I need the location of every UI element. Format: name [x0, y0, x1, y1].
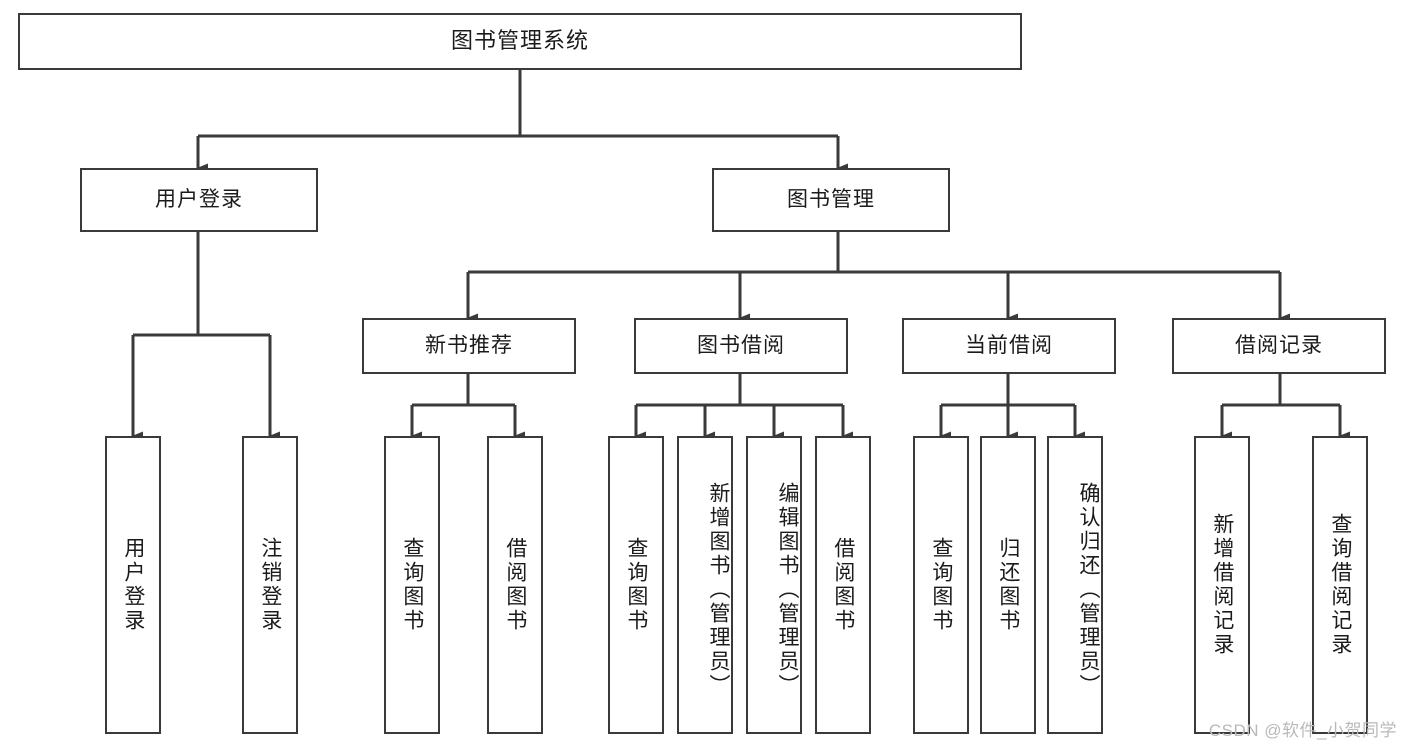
leaf-recommend-borrow-book[interactable]: 借阅图书 [487, 436, 543, 734]
leaf-recommend-query-book[interactable]: 查询图书 [384, 436, 440, 734]
leaf-record-search[interactable]: 查询借阅记录 [1312, 436, 1368, 734]
leaf-current-query-book[interactable]: 查询图书 [913, 436, 969, 734]
leaf-logout[interactable]: 注销登录 [242, 436, 298, 734]
node-user-login[interactable]: 用户登录 [80, 168, 318, 232]
node-new-book-recommend[interactable]: 新书推荐 [362, 318, 576, 374]
csdn-watermark: CSDN @软件_小贺同学 [1208, 721, 1397, 740]
leaf-borrow-query-book[interactable]: 查询图书 [608, 436, 664, 734]
node-current-borrow[interactable]: 当前借阅 [902, 318, 1116, 374]
leaf-borrow-edit-book-admin[interactable]: 编辑图书（管理员） [746, 436, 802, 734]
leaf-current-return-book[interactable]: 归还图书 [980, 436, 1036, 734]
leaf-user-login[interactable]: 用户登录 [105, 436, 161, 734]
leaf-borrow-lend-book[interactable]: 借阅图书 [815, 436, 871, 734]
node-root[interactable]: 图书管理系统 [18, 13, 1022, 70]
leaf-record-add[interactable]: 新增借阅记录 [1194, 436, 1250, 734]
leaf-current-confirm-return-admin[interactable]: 确认归还（管理员） [1047, 436, 1103, 734]
node-book-borrow[interactable]: 图书借阅 [634, 318, 848, 374]
node-book-manage[interactable]: 图书管理 [712, 168, 950, 232]
node-borrow-record[interactable]: 借阅记录 [1172, 318, 1386, 374]
leaf-borrow-add-book-admin[interactable]: 新增图书（管理员） [677, 436, 733, 734]
